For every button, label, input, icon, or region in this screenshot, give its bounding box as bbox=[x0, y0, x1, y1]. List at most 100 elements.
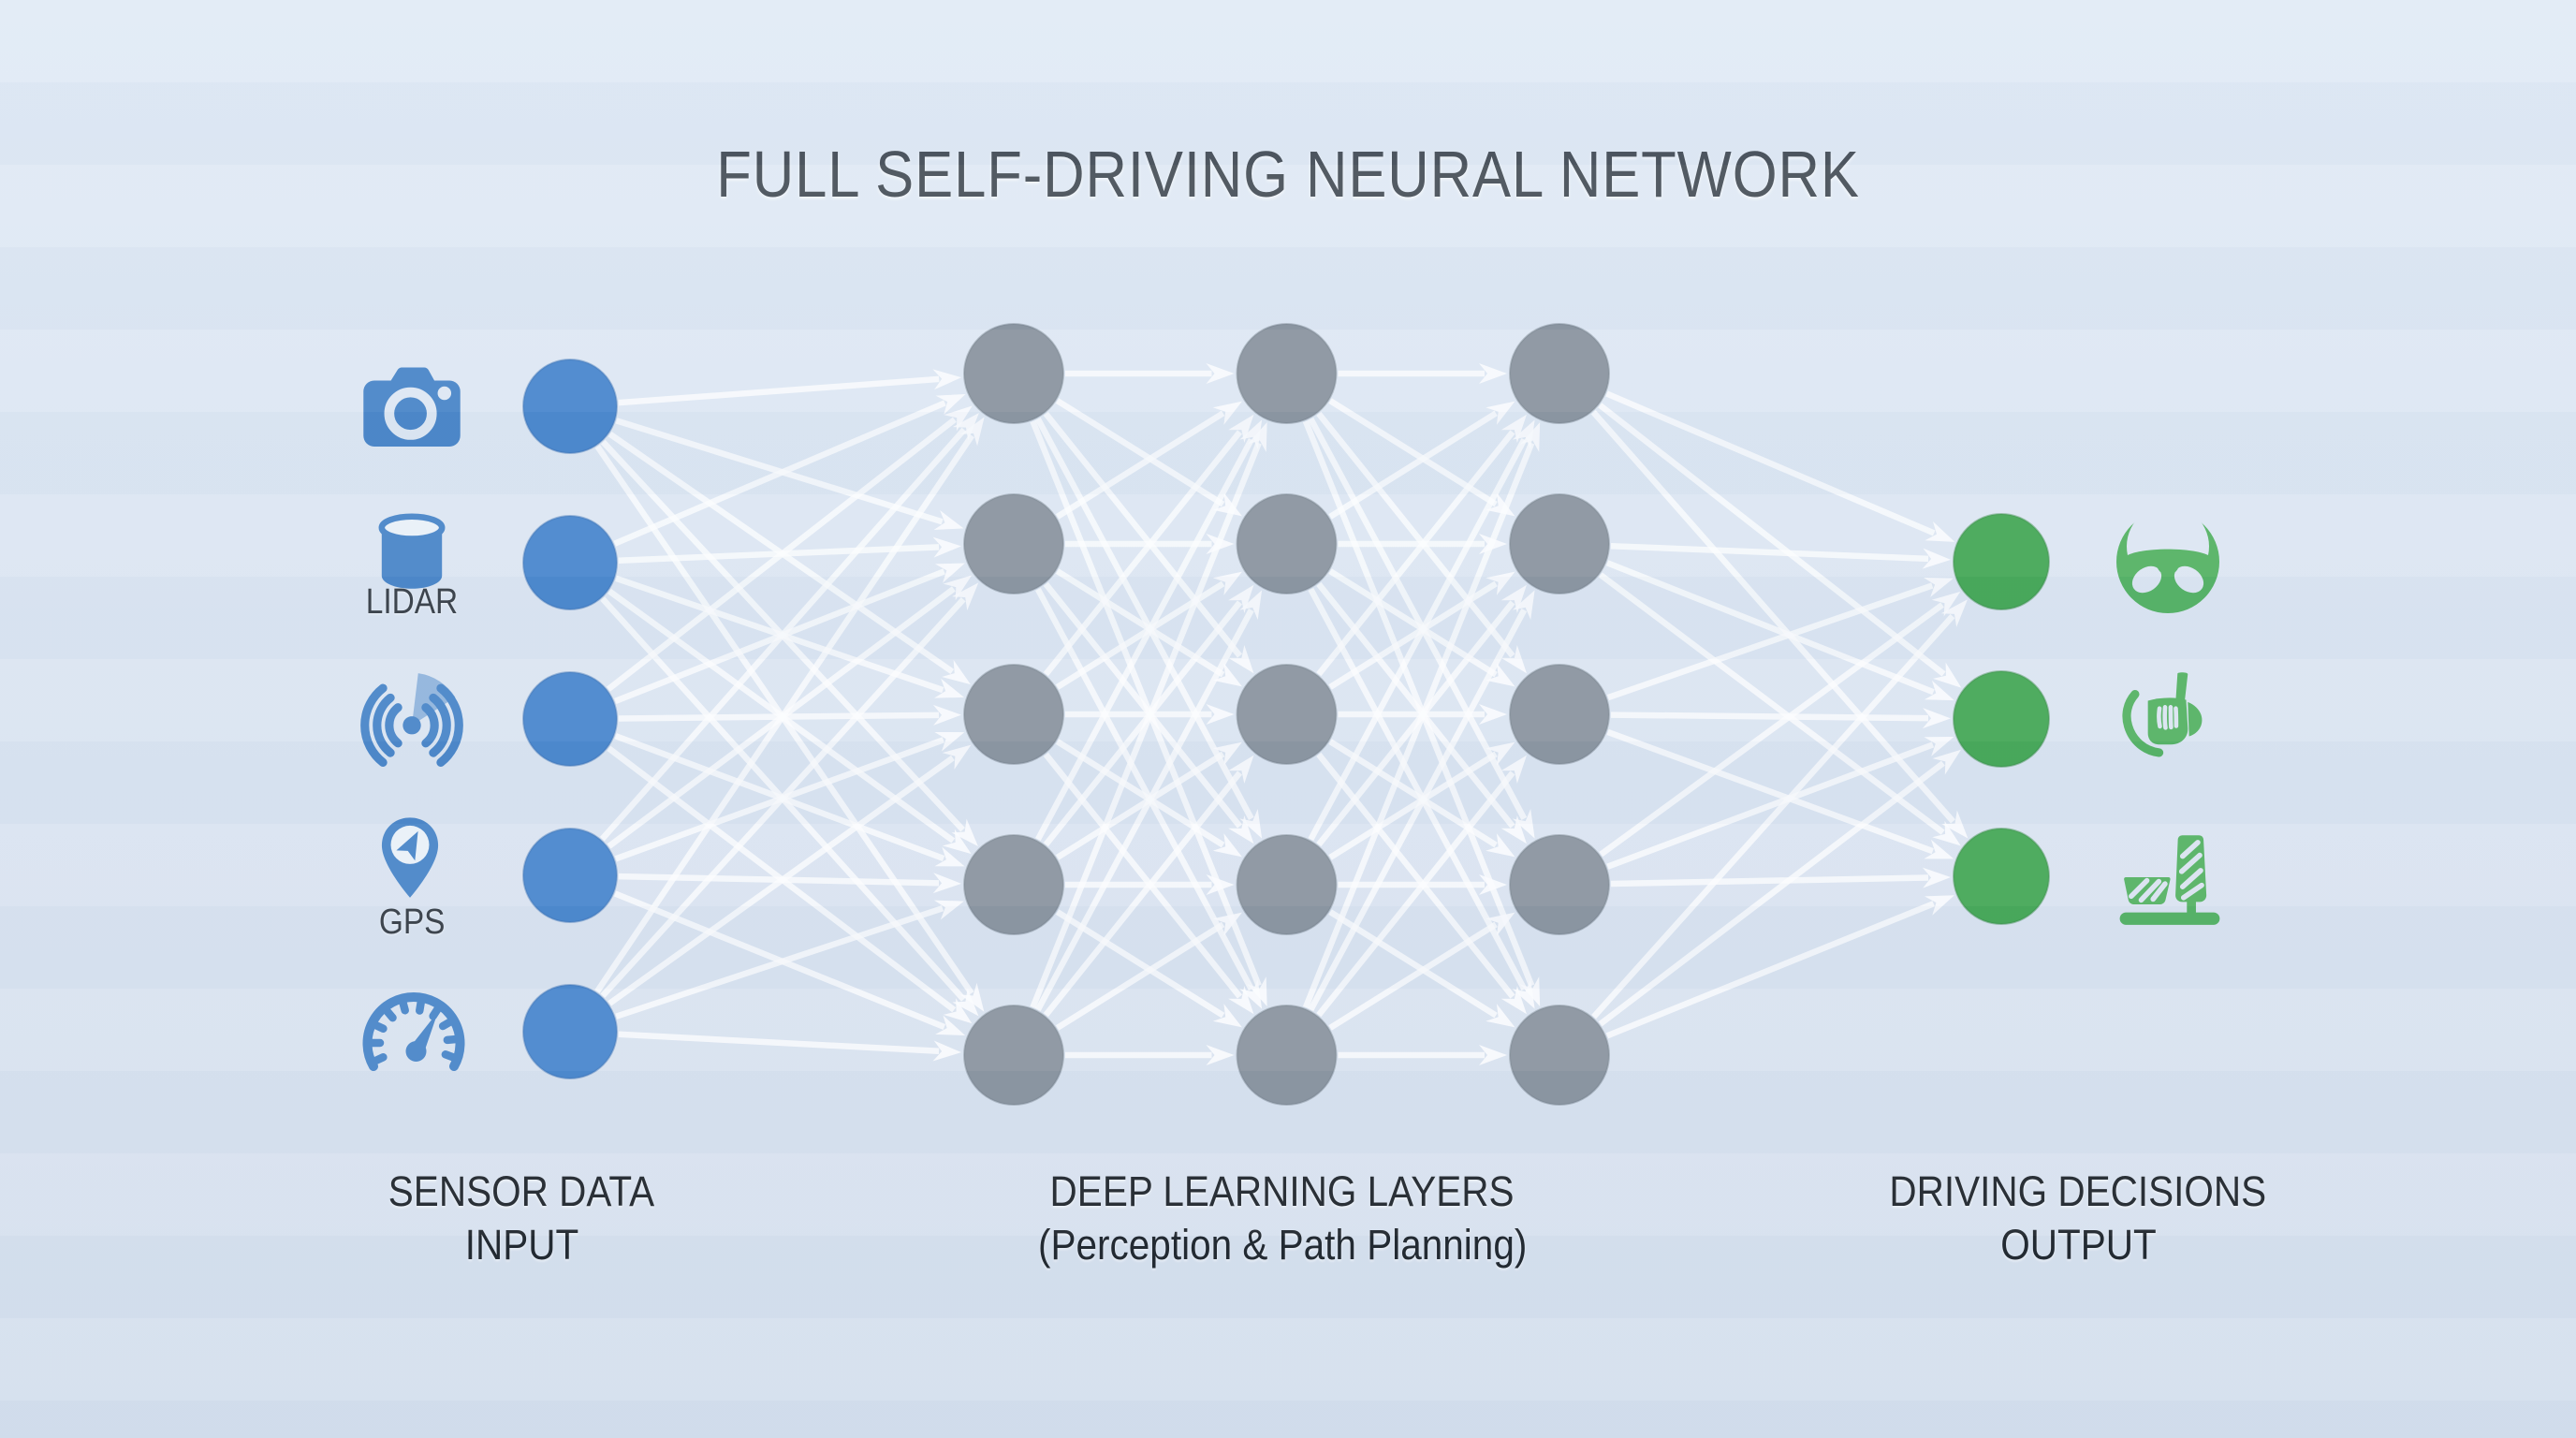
hidden-node-l2 bbox=[1236, 1005, 1338, 1106]
connection-line bbox=[1316, 770, 1515, 1018]
connection-line bbox=[1605, 901, 1935, 1039]
connection-line bbox=[1055, 921, 1225, 1031]
connection-line bbox=[1043, 770, 1243, 1018]
connection-line bbox=[1328, 921, 1498, 1031]
connection-arrowhead bbox=[1239, 978, 1263, 1009]
gps-label: GPS bbox=[378, 902, 446, 942]
connection-arrowhead bbox=[942, 659, 971, 685]
connection-arrowhead bbox=[1212, 492, 1242, 517]
connection-arrowhead bbox=[935, 393, 966, 415]
connection-line bbox=[1043, 581, 1243, 829]
connection-arrowhead bbox=[1512, 590, 1535, 621]
hidden-node-l1 bbox=[963, 1005, 1064, 1106]
input-node bbox=[522, 671, 618, 767]
lidar-label: LIDAR bbox=[365, 582, 459, 622]
hidden-node-l2 bbox=[1236, 323, 1338, 424]
connection-arrowhead bbox=[1206, 363, 1235, 384]
hidden-node-l1 bbox=[963, 664, 1064, 765]
connection-arrowhead bbox=[1925, 521, 1955, 542]
connection-arrowhead bbox=[1924, 680, 1954, 701]
connection-arrowhead bbox=[932, 369, 962, 390]
connection-line bbox=[1055, 410, 1225, 520]
input-node bbox=[522, 359, 618, 454]
connection-line bbox=[607, 417, 957, 692]
output-node bbox=[1953, 513, 2050, 610]
lidar-icon bbox=[378, 513, 446, 589]
connection-arrowhead bbox=[1212, 833, 1242, 858]
connection-arrowhead bbox=[1941, 810, 1969, 839]
connection-arrowhead bbox=[952, 412, 979, 441]
connection-line bbox=[1302, 442, 1535, 1009]
connection-line bbox=[1302, 419, 1535, 987]
connection-line bbox=[1605, 560, 1935, 696]
connection-line bbox=[613, 400, 946, 547]
speedometer-icon bbox=[362, 991, 465, 1071]
connection-arrowhead bbox=[1479, 1045, 1507, 1065]
connection-line bbox=[1308, 609, 1528, 1012]
connection-line bbox=[1308, 587, 1528, 990]
connection-arrowhead bbox=[1932, 749, 1962, 775]
connection-arrowhead bbox=[1228, 584, 1254, 614]
hidden-node-l1 bbox=[963, 493, 1064, 594]
connection-arrowhead bbox=[1486, 1004, 1515, 1028]
connection-line bbox=[1606, 741, 1935, 870]
connection-arrowhead bbox=[1512, 808, 1535, 839]
connection-arrowhead bbox=[1212, 571, 1242, 595]
hidden-node-l2 bbox=[1236, 493, 1338, 594]
hidden-node-l2 bbox=[1236, 664, 1338, 765]
radar-icon bbox=[360, 673, 463, 767]
connection-arrowhead bbox=[1228, 414, 1254, 444]
connection-arrowhead bbox=[1206, 1045, 1235, 1065]
connection-line bbox=[1035, 438, 1254, 842]
connection-arrowhead bbox=[1239, 590, 1263, 621]
connection-line bbox=[1055, 909, 1225, 1019]
connection-arrowhead bbox=[1228, 755, 1254, 785]
connection-line bbox=[1055, 751, 1225, 860]
connection-arrowhead bbox=[959, 417, 985, 447]
hidden-node-l3 bbox=[1509, 664, 1610, 765]
connection-line bbox=[1591, 613, 1955, 1020]
connection-line bbox=[1035, 609, 1254, 1012]
connection-arrowhead bbox=[943, 575, 973, 601]
input-node bbox=[522, 515, 618, 610]
connection-arrowhead bbox=[1922, 548, 1952, 569]
gear-shift-icon bbox=[2122, 672, 2203, 757]
connection-arrowhead bbox=[1519, 421, 1541, 452]
connection-arrowhead bbox=[1239, 808, 1263, 839]
page-title: FULL SELF-DRIVING NEURAL NETWORK bbox=[0, 137, 2576, 212]
connection-arrowhead bbox=[932, 1040, 962, 1062]
pedals-icon bbox=[2119, 835, 2220, 925]
input-node bbox=[522, 984, 618, 1079]
connection-line bbox=[1316, 411, 1515, 658]
connection-arrowhead bbox=[1486, 663, 1515, 687]
gps-icon bbox=[381, 817, 439, 898]
output-node bbox=[1953, 828, 2050, 925]
connection-arrowhead bbox=[1486, 912, 1515, 936]
steering-wheel-icon bbox=[2116, 510, 2219, 613]
connection-arrowhead bbox=[1933, 662, 1962, 688]
connection-arrowhead bbox=[942, 744, 972, 770]
connection-arrowhead bbox=[952, 988, 979, 1017]
connection-line bbox=[600, 427, 967, 842]
connection-arrowhead bbox=[1228, 644, 1254, 674]
connection-line bbox=[600, 596, 966, 998]
connection-arrowhead bbox=[1486, 401, 1515, 425]
connection-arrowhead bbox=[1228, 985, 1254, 1015]
connection-arrowhead bbox=[1212, 741, 1242, 766]
connection-line bbox=[1610, 874, 1929, 888]
connection-arrowhead bbox=[935, 1015, 966, 1035]
connection-arrowhead bbox=[1922, 708, 1952, 729]
connection-arrowhead bbox=[933, 900, 964, 920]
connection-line bbox=[1035, 417, 1254, 820]
camera-icon bbox=[363, 367, 461, 448]
connection-arrowhead bbox=[959, 982, 985, 1012]
output-node bbox=[1953, 670, 2050, 768]
connection-line bbox=[1590, 410, 1955, 824]
connection-arrowhead bbox=[1931, 591, 1961, 617]
connection-line bbox=[615, 905, 944, 1020]
connection-arrowhead bbox=[1486, 833, 1515, 858]
connection-line bbox=[1316, 600, 1515, 847]
connection-arrowhead bbox=[1500, 644, 1527, 674]
page-title-text: FULL SELF-DRIVING NEURAL NETWORK bbox=[716, 138, 1860, 211]
connection-arrowhead bbox=[1212, 401, 1242, 425]
